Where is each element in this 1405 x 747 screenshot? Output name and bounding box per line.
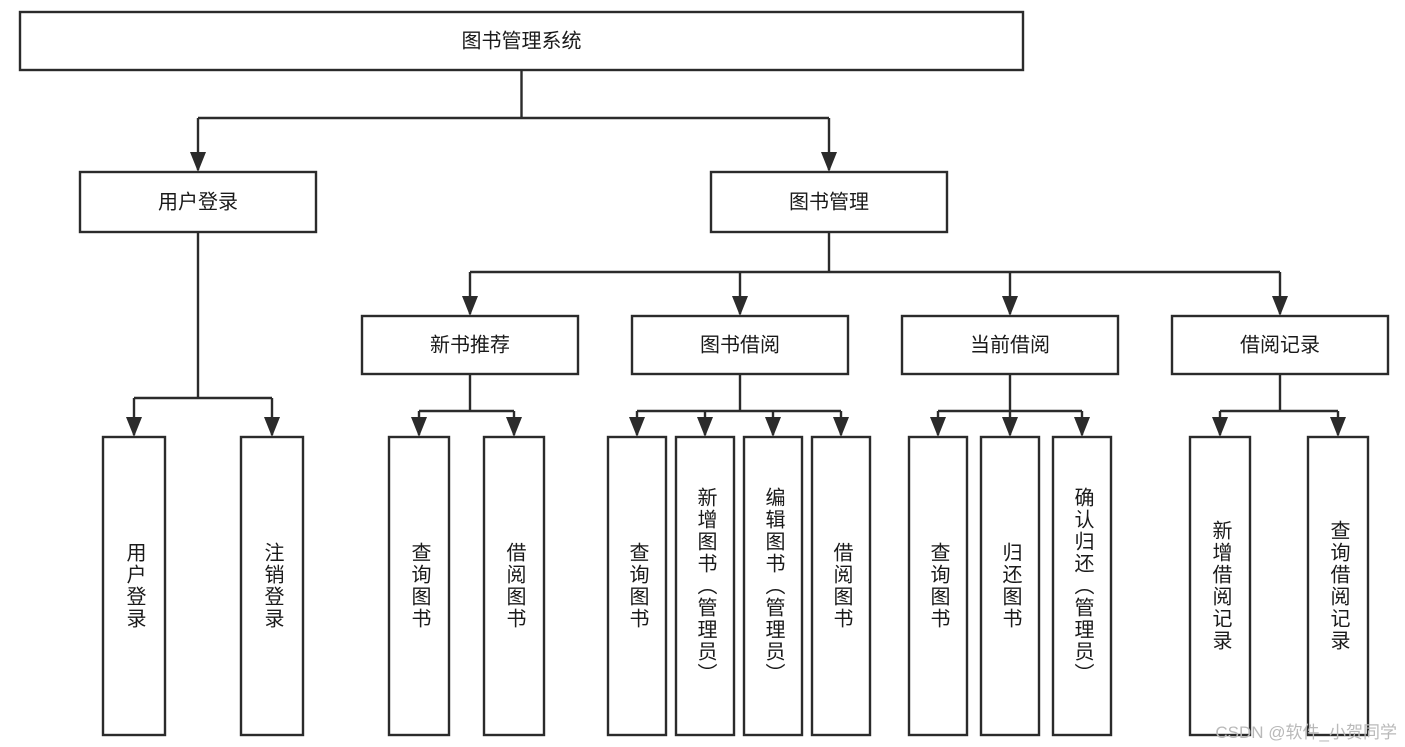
leaf-box-确认归还管理员[interactable] xyxy=(1051,435,1113,737)
l3-3-to-leaves-arrow-1 xyxy=(1330,417,1346,437)
l3-1-to-leaves-arrow-3 xyxy=(833,417,849,437)
leaf-box-新增借阅记录[interactable] xyxy=(1188,435,1252,737)
userlogin-to-leaves-arrow-0 xyxy=(126,417,142,437)
l3-0-to-leaves-arrow-0 xyxy=(411,417,427,437)
level2-box-图书管理[interactable] xyxy=(709,170,949,234)
l3-1-to-leaves-arrow-1 xyxy=(697,417,713,437)
box-layer xyxy=(18,10,1390,737)
level3-box-借阅记录[interactable] xyxy=(1170,314,1390,376)
leaf-box-用户登录[interactable] xyxy=(101,435,167,737)
level3-box-当前借阅[interactable] xyxy=(900,314,1120,376)
leaf-box-查询图书[interactable] xyxy=(387,435,451,737)
level2-label: 图书管理 xyxy=(789,190,869,213)
books-to-level3-arrow-2 xyxy=(1002,296,1018,316)
l3-0-to-leaves-arrow-1 xyxy=(506,417,522,437)
l3-1-to-leaves-arrow-0 xyxy=(629,417,645,437)
connector-layer xyxy=(126,70,1346,437)
l3-3-to-leaves-arrow-0 xyxy=(1212,417,1228,437)
leaf-box-注销登录[interactable] xyxy=(239,435,305,737)
leaf-box-新增图书管理员[interactable] xyxy=(674,435,736,737)
leaf-box-借阅图书[interactable] xyxy=(482,435,546,737)
root-to-level2-arrow-0 xyxy=(190,152,206,172)
leaf-box-借阅图书[interactable] xyxy=(810,435,872,737)
books-to-level3-arrow-3 xyxy=(1272,296,1288,316)
l3-2-to-leaves-arrow-0 xyxy=(930,417,946,437)
root-label: 图书管理系统 xyxy=(462,29,582,52)
level2-box-用户登录[interactable] xyxy=(78,170,318,234)
leaf-box-查询图书[interactable] xyxy=(907,435,969,737)
leaf-box-查询图书[interactable] xyxy=(606,435,668,737)
level3-label: 图书借阅 xyxy=(700,333,780,356)
level3-box-新书推荐[interactable] xyxy=(360,314,580,376)
leaf-box-编辑图书管理员[interactable] xyxy=(742,435,804,737)
level3-label: 当前借阅 xyxy=(970,333,1050,356)
level3-label: 借阅记录 xyxy=(1240,333,1320,356)
root-to-level2-arrow-1 xyxy=(821,152,837,172)
l3-2-to-leaves-arrow-1 xyxy=(1002,417,1018,437)
watermark: CSDN @软件_小贺同学 xyxy=(1215,723,1397,742)
level3-label: 新书推荐 xyxy=(430,333,510,356)
l3-1-to-leaves-arrow-2 xyxy=(765,417,781,437)
root-box-图书管理系统[interactable] xyxy=(18,10,1025,72)
leaf-box-查询借阅记录[interactable] xyxy=(1306,435,1370,737)
level3-box-图书借阅[interactable] xyxy=(630,314,850,376)
level2-label: 用户登录 xyxy=(158,190,238,213)
books-to-level3-arrow-1 xyxy=(732,296,748,316)
l3-2-to-leaves-arrow-2 xyxy=(1074,417,1090,437)
books-to-level3-arrow-0 xyxy=(462,296,478,316)
leaf-box-归还图书[interactable] xyxy=(979,435,1041,737)
userlogin-to-leaves-arrow-1 xyxy=(264,417,280,437)
